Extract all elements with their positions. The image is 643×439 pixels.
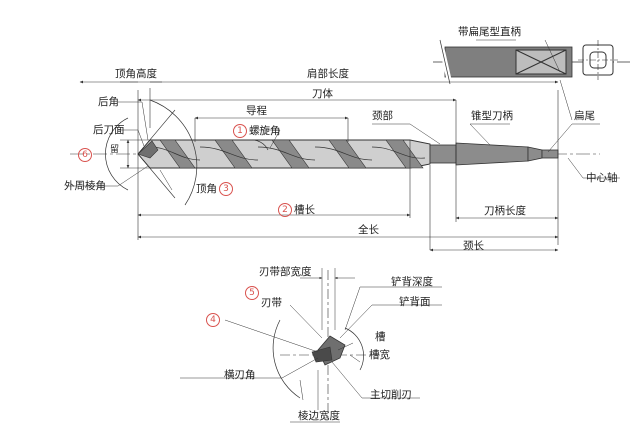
label-marker-4: 4 (206, 313, 222, 327)
marker-5: 5 (245, 286, 259, 300)
label-body-clearance-depth: 铲背深度 (391, 276, 433, 288)
marker-3: 3 (219, 182, 233, 196)
label-taper-shank: 锥型刀柄 (471, 110, 513, 122)
label-flute-length-text: 槽长 (294, 204, 315, 216)
label-shank-length: 刀柄长度 (484, 205, 526, 217)
label-marker-6: 6 (78, 148, 94, 162)
label-back-angle: 后角 (98, 96, 119, 108)
label-main-cutting-edge: 主切削刃 (370, 389, 412, 401)
label-flute: 槽 (375, 331, 386, 343)
label-land-width: 刃带部宽度 (259, 266, 312, 278)
label-helix-angle-text: 螺旋角 (249, 125, 281, 137)
label-point-angle-text: 顶角 (196, 183, 217, 195)
label-land: 刃带 (261, 297, 282, 309)
label-margin: 留 (108, 144, 118, 152)
label-neck-part: 颈部 (372, 110, 393, 122)
drill-main (66, 39, 620, 252)
marker-2: 2 (278, 203, 292, 217)
label-center-axis: 中心轴 (586, 172, 618, 184)
label-margin-width: 棱边宽度 (298, 410, 340, 422)
label-marker-5: 5 (245, 286, 261, 300)
label-outer-corner: 外周棱角 (64, 180, 106, 192)
marker-6: 6 (78, 148, 92, 162)
label-shoulder-length: 肩部长度 (307, 68, 349, 80)
label-flank-face: 后刀面 (93, 124, 125, 136)
label-flat-tail-shank: 带扁尾型直柄 (458, 26, 521, 38)
label-neck-length: 颈长 (463, 240, 484, 252)
label-guide: 导程 (246, 105, 267, 117)
label-body: 刀体 (312, 88, 333, 100)
label-tang: 扁尾 (574, 110, 595, 122)
label-point-height: 顶角高度 (115, 68, 157, 80)
label-chisel-edge-angle: 横刃角 (224, 369, 256, 381)
shank-inset (433, 39, 630, 85)
label-flute-width: 槽宽 (369, 349, 390, 361)
marker-1: 1 (233, 124, 247, 138)
label-overall-length: 全长 (358, 224, 379, 236)
marker-4: 4 (206, 313, 220, 327)
label-body-clearance: 铲背面 (399, 296, 431, 308)
tip-section (180, 268, 442, 423)
